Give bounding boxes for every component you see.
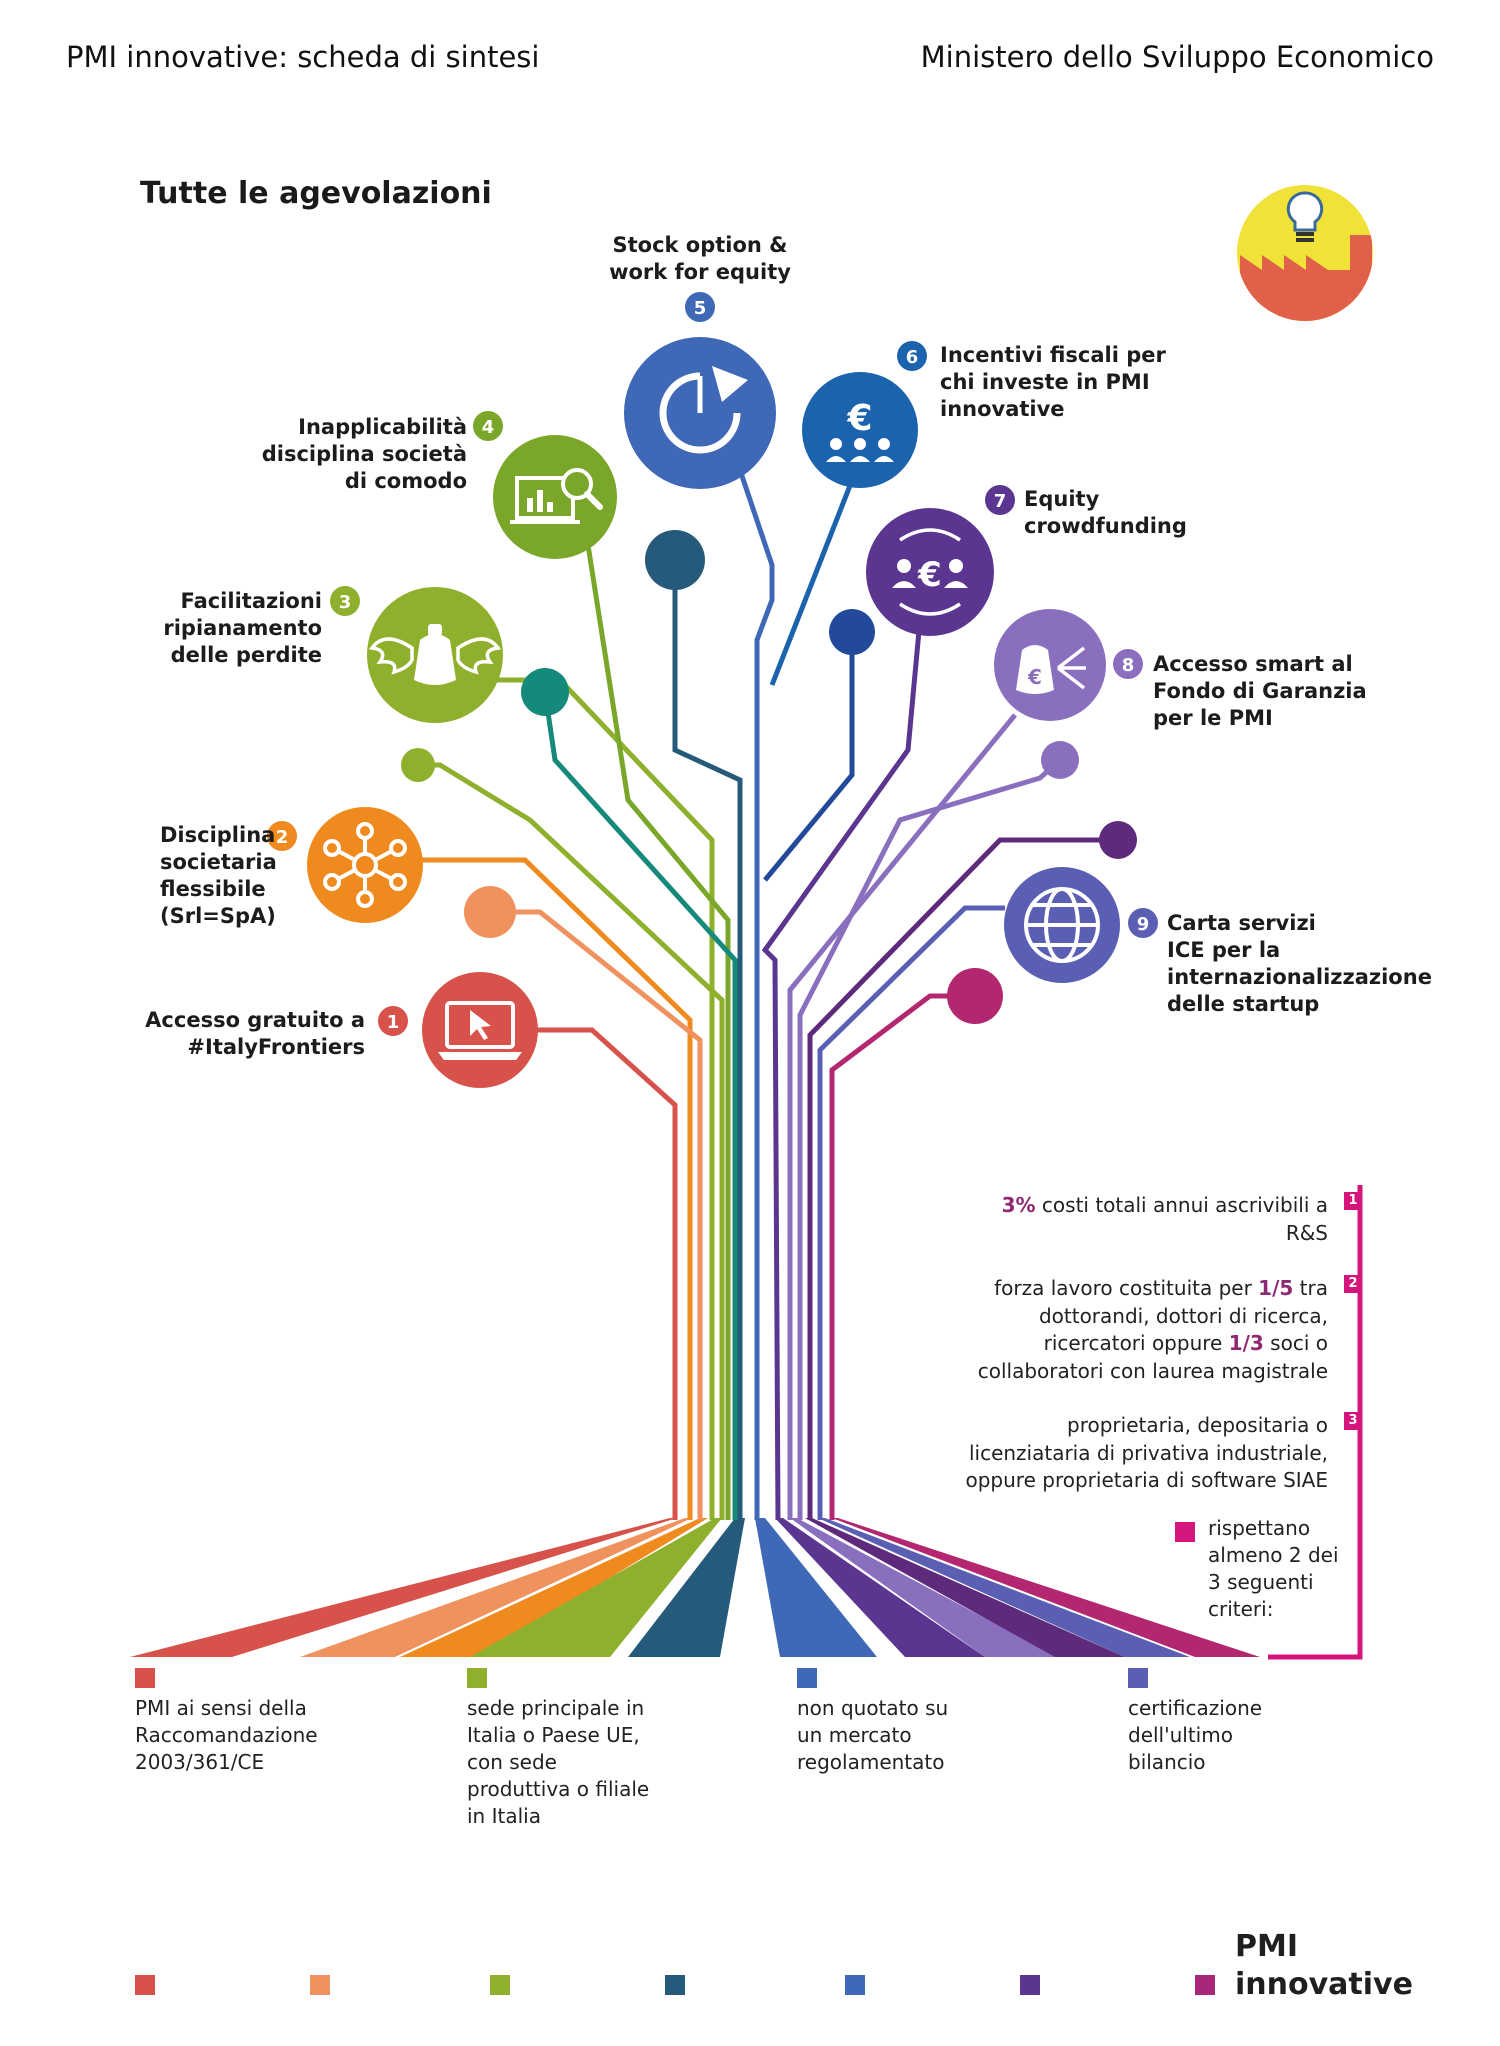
legend-square-6 — [1020, 1975, 1040, 1995]
branch-dot-navy — [672, 560, 743, 1520]
root-indigo — [818, 1518, 1190, 1657]
badge-6: 6 — [906, 347, 919, 368]
branch-1 — [520, 1027, 678, 1520]
svg-text:€: € — [846, 398, 872, 439]
globe-icon — [1004, 867, 1120, 983]
factory-lightbulb-logo — [1237, 185, 1373, 321]
svg-text:€: € — [1027, 665, 1042, 689]
root-plum — [805, 1518, 1125, 1657]
dot-navy — [645, 530, 705, 590]
branch-3 — [480, 677, 715, 1520]
root-blue — [755, 1518, 877, 1657]
requirement-2: forza lavoro costituita per 1/5 tra dott… — [977, 1276, 1328, 1383]
dot-salmon — [464, 886, 516, 938]
dot-lime — [401, 748, 435, 782]
legend-square-2 — [310, 1975, 330, 1995]
dot-magenta — [947, 968, 1003, 1024]
badge-7: 7 — [994, 491, 1007, 512]
criterion-3-marker — [797, 1668, 817, 1688]
dot-blue — [829, 609, 875, 655]
root-orange — [400, 1518, 708, 1657]
branch-dot-plum — [807, 837, 1118, 1520]
winged-bag-icon — [367, 587, 503, 723]
requirements-bracket — [1268, 1185, 1363, 1660]
criterion-2-marker — [467, 1668, 487, 1688]
badge-8: 8 — [1122, 655, 1135, 676]
euro-exchange-icon: € — [866, 508, 994, 636]
branch-2 — [420, 857, 693, 1520]
rule-marker — [1175, 1522, 1195, 1542]
legend-square-3 — [490, 1975, 510, 1995]
branch-9 — [817, 905, 1005, 1520]
root-navy — [628, 1518, 745, 1657]
network-icon — [307, 807, 423, 923]
root-magenta — [832, 1518, 1260, 1657]
dot-plum — [1099, 821, 1137, 859]
header-right-ministry: Ministero dello Sviluppo Economico — [920, 40, 1434, 74]
branch-8 — [787, 713, 1017, 1520]
branch-6 — [769, 459, 863, 686]
euro-people-icon: € — [802, 372, 918, 488]
section-title: Tutte le agevolazioni — [140, 176, 492, 211]
branch-dot-blue — [763, 632, 855, 882]
branch-4 — [585, 544, 731, 1520]
laptop-cursor-icon — [422, 972, 538, 1088]
chart-magnifier-icon — [493, 435, 617, 559]
branch-7 — [761, 619, 923, 1521]
svg-text:€: € — [917, 555, 942, 595]
requirement-3-number: 3 — [1344, 1412, 1362, 1430]
branch-dot-lavender — [797, 758, 1062, 1520]
root-salmon — [300, 1518, 692, 1657]
tree-dots — [401, 530, 1137, 1024]
badge-2: 2 — [276, 827, 289, 848]
root-purple — [775, 1518, 985, 1657]
money-bag-arrows-icon: € — [994, 609, 1106, 721]
tree-roots — [130, 1518, 1260, 1657]
legend-square-4 — [665, 1975, 685, 1995]
badge-1: 1 — [387, 1012, 400, 1033]
badge-3: 3 — [339, 592, 352, 613]
badge-9: 9 — [1137, 914, 1150, 935]
requirement-2-number: 2 — [1344, 1275, 1362, 1293]
branch-5 — [737, 469, 775, 1520]
benefit-label-1: Accesso gratuito a#ItalyFrontiers — [145, 1008, 365, 1059]
pie-chart-icon — [624, 337, 776, 489]
root-lavender — [790, 1518, 1058, 1657]
criterion-4-marker — [1128, 1668, 1148, 1688]
header-left-title: PMI innovative: scheda di sintesi — [66, 40, 540, 74]
root-red — [130, 1518, 677, 1657]
requirement-1-number: 1 — [1344, 1192, 1362, 1210]
criterion-1-marker — [135, 1668, 155, 1688]
legend-square-1 — [135, 1975, 155, 1995]
brand-pmi-innovative: PMI innovative — [1235, 1929, 1413, 2002]
requirement-1: 3% costi totali annui ascrivibili a R&S — [1001, 1193, 1328, 1245]
requirement-3: proprietaria, depositaria o licenziatari… — [965, 1413, 1329, 1492]
benefit-icons: € € € — [267, 292, 1158, 1088]
legend-square-7 — [1195, 1975, 1215, 1995]
badge-5: 5 — [694, 298, 707, 319]
dot-teal — [521, 668, 569, 716]
root-lime — [470, 1518, 722, 1657]
badge-4: 4 — [482, 417, 495, 438]
benefit-label-5: Stock option &work for equity — [609, 233, 791, 284]
legend-square-5 — [845, 1975, 865, 1995]
number-badges: 1 2 3 4 5 6 7 8 9 — [267, 292, 1158, 1036]
dot-lavender — [1041, 741, 1079, 779]
branch-dot-teal — [542, 691, 738, 1520]
